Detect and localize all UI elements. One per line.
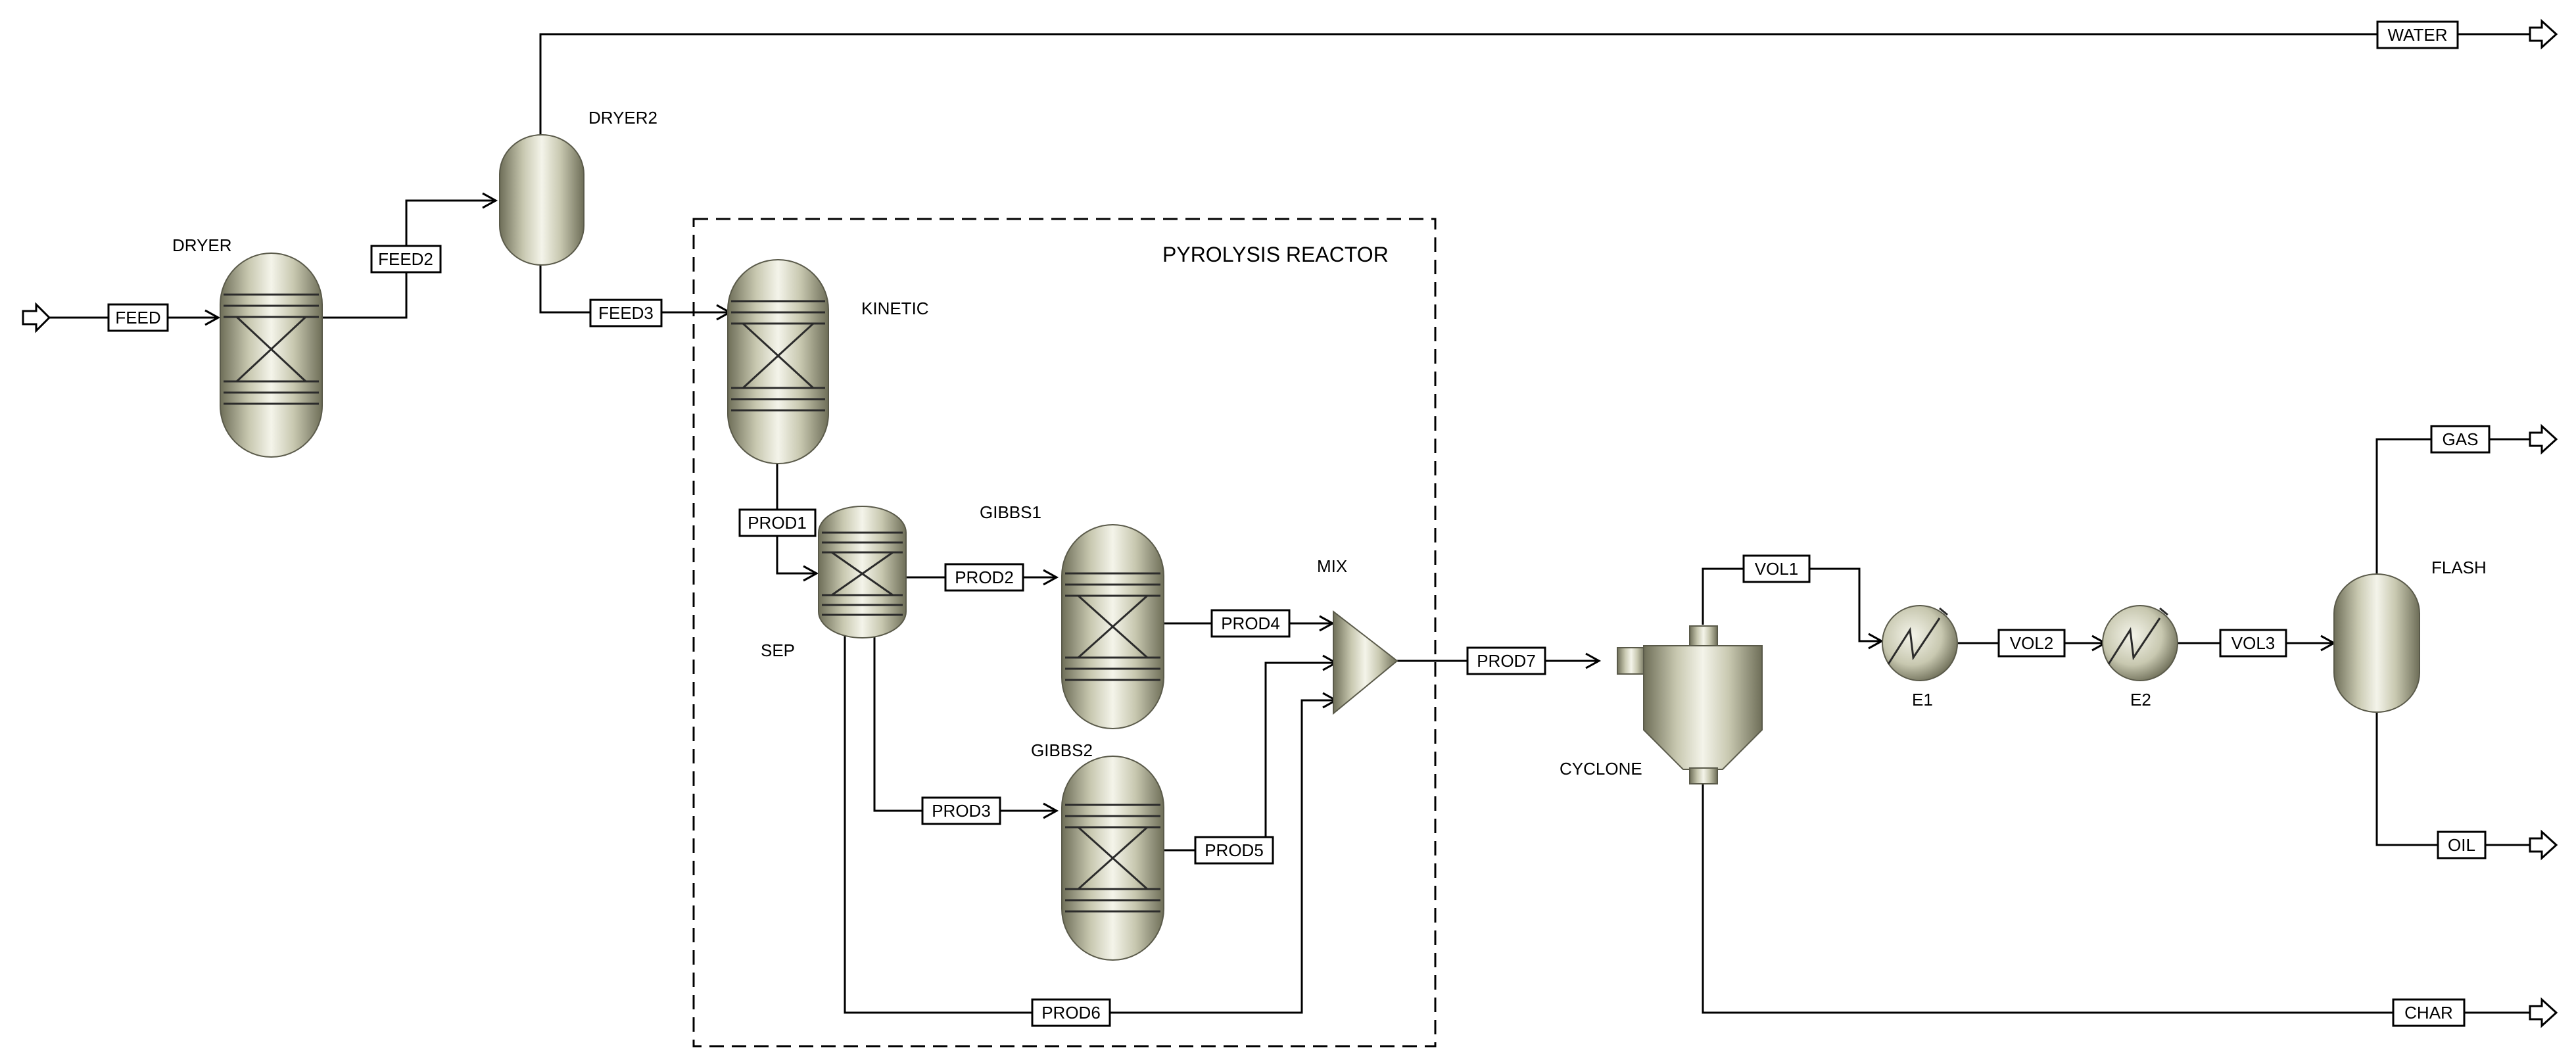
prod6-stream-label[interactable]: PROD6 bbox=[1031, 998, 1111, 1027]
mix-label: MIX bbox=[1317, 556, 1347, 576]
vol2-label-text: VOL2 bbox=[2010, 633, 2054, 653]
dryer2-label: DRYER2 bbox=[588, 108, 657, 128]
vol3-stream-label[interactable]: VOL3 bbox=[2219, 629, 2287, 658]
sep-vessel-icon[interactable] bbox=[818, 506, 907, 638]
feed-inlet-port-icon bbox=[22, 302, 51, 333]
feed2-label-text: FEED2 bbox=[378, 249, 433, 269]
sep-label: SEP bbox=[761, 640, 795, 660]
stream-prod1[interactable] bbox=[776, 460, 819, 582]
kinetic-label: KINETIC bbox=[861, 299, 929, 318]
prod5-stream-label[interactable]: PROD5 bbox=[1194, 836, 1274, 865]
vol2-stream-label[interactable]: VOL2 bbox=[1997, 629, 2066, 658]
prod3-stream-label[interactable]: PROD3 bbox=[921, 796, 1001, 825]
char-label-text: CHAR bbox=[2404, 1003, 2453, 1023]
prod1-label-text: PROD1 bbox=[748, 513, 807, 533]
gas-outlet-port-icon bbox=[2529, 423, 2558, 455]
oil-stream-label[interactable]: OIL bbox=[2437, 831, 2487, 859]
char-outlet-port-icon bbox=[2529, 997, 2558, 1028]
water-stream-label[interactable]: WATER bbox=[2376, 20, 2459, 49]
feed-stream-label[interactable]: FEED bbox=[107, 303, 169, 332]
gibbs2-label: GIBBS2 bbox=[1031, 740, 1093, 760]
oil-label-text: OIL bbox=[2448, 835, 2475, 855]
water-outlet-port-icon bbox=[2529, 18, 2558, 50]
prod7-stream-label[interactable]: PROD7 bbox=[1466, 646, 1546, 675]
vol1-stream-label[interactable]: VOL1 bbox=[1742, 554, 1811, 583]
cyclone-icon[interactable] bbox=[1617, 625, 1763, 784]
char-stream-label[interactable]: CHAR bbox=[2392, 998, 2466, 1027]
oil-outlet-port-icon bbox=[2529, 829, 2558, 861]
prod6-label-text: PROD6 bbox=[1041, 1003, 1101, 1023]
stream-prod3[interactable] bbox=[873, 635, 1059, 819]
feed3-stream-label[interactable]: FEED3 bbox=[589, 299, 663, 327]
e2-heater-icon[interactable] bbox=[2102, 605, 2178, 681]
gas-label-text: GAS bbox=[2443, 429, 2479, 449]
vol3-label-text: VOL3 bbox=[2231, 633, 2276, 653]
stream-gas[interactable] bbox=[2375, 438, 2530, 575]
stream-vol1[interactable] bbox=[1702, 567, 1884, 650]
kinetic-reactor-icon[interactable] bbox=[727, 259, 829, 464]
e2-label: E2 bbox=[2130, 690, 2151, 710]
prod3-label-text: PROD3 bbox=[932, 801, 991, 821]
prod2-stream-label[interactable]: PROD2 bbox=[944, 563, 1024, 592]
e1-label: E1 bbox=[1912, 690, 1933, 710]
prod2-label-text: PROD2 bbox=[955, 567, 1014, 587]
dryer-vessel-icon[interactable] bbox=[220, 253, 323, 458]
stream-water[interactable] bbox=[539, 33, 2530, 138]
pyrolysis-reactor-boundary bbox=[692, 218, 1437, 1048]
vol1-label-text: VOL1 bbox=[1755, 559, 1799, 579]
flash-drum-icon[interactable] bbox=[2333, 573, 2420, 713]
feed-label-text: FEED bbox=[115, 308, 160, 327]
pyrolysis-reactor-title: PYROLYSIS REACTOR bbox=[1162, 243, 1389, 266]
cyclone-label: CYCLONE bbox=[1560, 759, 1642, 779]
dryer2-vessel-icon[interactable] bbox=[499, 134, 584, 266]
flash-label: FLASH bbox=[2431, 558, 2487, 577]
water-label-text: WATER bbox=[2388, 25, 2448, 45]
gibbs1-label: GIBBS1 bbox=[980, 502, 1041, 522]
prod5-label-text: PROD5 bbox=[1205, 840, 1264, 860]
prod4-stream-label[interactable]: PROD4 bbox=[1210, 609, 1291, 638]
prod4-label-text: PROD4 bbox=[1221, 614, 1280, 633]
gibbs2-reactor-icon[interactable] bbox=[1061, 756, 1164, 961]
feed3-label-text: FEED3 bbox=[598, 303, 654, 323]
feed2-stream-label[interactable]: FEED2 bbox=[370, 245, 442, 274]
prod7-label-text: PROD7 bbox=[1477, 651, 1536, 671]
prod1-stream-label[interactable]: PROD1 bbox=[738, 508, 817, 537]
mixer-icon[interactable] bbox=[1333, 610, 1398, 715]
dryer-label: DRYER bbox=[172, 235, 232, 255]
stream-prod5[interactable] bbox=[1164, 654, 1339, 852]
e1-heater-icon[interactable] bbox=[1882, 605, 1958, 681]
stream-char[interactable] bbox=[1702, 783, 2530, 1014]
gibbs1-reactor-icon[interactable] bbox=[1061, 524, 1164, 729]
gas-stream-label[interactable]: GAS bbox=[2430, 425, 2491, 454]
stream-oil[interactable] bbox=[2375, 710, 2530, 846]
